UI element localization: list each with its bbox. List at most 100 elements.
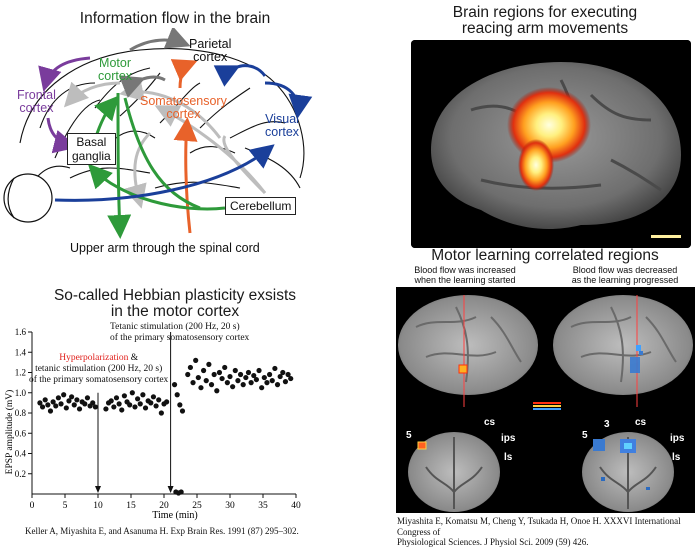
arm-brain-scan bbox=[411, 40, 691, 248]
data-point bbox=[150, 394, 157, 400]
data-point bbox=[264, 380, 270, 386]
y-tick-label: 1.2 bbox=[15, 368, 26, 378]
data-point bbox=[277, 373, 283, 380]
data-point bbox=[285, 371, 291, 378]
label-cs-right: cs bbox=[635, 417, 647, 428]
data-point bbox=[178, 489, 184, 495]
x-tick-label: 20 bbox=[159, 501, 169, 511]
data-point bbox=[251, 372, 257, 379]
data-point bbox=[69, 394, 75, 400]
data-point bbox=[140, 392, 146, 398]
data-point bbox=[153, 403, 159, 409]
data-point bbox=[190, 380, 196, 386]
data-point bbox=[66, 398, 72, 404]
data-point bbox=[232, 367, 238, 374]
flow-title: Information flow in the brain bbox=[79, 10, 271, 27]
x-tick-label: 10 bbox=[93, 501, 103, 511]
label-ls-right: ls bbox=[672, 452, 681, 463]
data-point bbox=[261, 374, 267, 381]
data-point bbox=[259, 385, 265, 391]
data-point bbox=[235, 378, 241, 384]
data-point bbox=[121, 393, 127, 399]
data-point bbox=[222, 364, 228, 371]
y-axis-label: EPSP amplitude (mV) bbox=[4, 390, 15, 475]
motor-somato-arrow bbox=[118, 75, 166, 98]
data-point bbox=[179, 408, 186, 414]
data-point bbox=[248, 380, 254, 386]
marker-arrow bbox=[95, 486, 101, 493]
data-point bbox=[113, 395, 120, 401]
data-point bbox=[230, 384, 236, 390]
data-point bbox=[280, 369, 286, 376]
data-point bbox=[127, 402, 133, 408]
data-point bbox=[211, 371, 217, 378]
data-point bbox=[158, 410, 164, 416]
y-tick-label: 1.0 bbox=[15, 388, 27, 398]
data-point bbox=[84, 395, 91, 401]
label-3-right: 3 bbox=[604, 419, 610, 430]
chart-points bbox=[37, 357, 294, 496]
data-point bbox=[92, 404, 98, 410]
data-point bbox=[243, 374, 249, 381]
data-point bbox=[237, 371, 244, 378]
data-point bbox=[42, 397, 48, 403]
learning-title: Motor learning correlated regions bbox=[431, 247, 659, 264]
motor-parietal-arrow bbox=[129, 28, 191, 52]
data-point bbox=[193, 357, 199, 363]
data-point bbox=[274, 382, 281, 388]
frontal-arrow-top bbox=[38, 56, 91, 92]
x-tick-label: 25 bbox=[192, 501, 202, 511]
data-point bbox=[137, 401, 143, 407]
data-point bbox=[206, 361, 212, 367]
data-point bbox=[224, 380, 230, 386]
cerebellum-basal-arrow bbox=[87, 163, 226, 211]
label-5-right: 5 bbox=[582, 430, 588, 441]
data-point bbox=[245, 369, 252, 376]
data-point bbox=[208, 382, 215, 388]
data-point bbox=[71, 402, 77, 408]
data-point bbox=[177, 402, 183, 408]
data-point bbox=[156, 397, 162, 403]
label-cs-left: cs bbox=[484, 417, 496, 428]
data-point bbox=[111, 404, 117, 410]
annotation-tetanic: Tetanic stimulation (200 Hz, 20 s)of the… bbox=[110, 322, 250, 343]
data-point bbox=[116, 401, 122, 407]
y-tick-label: 1.4 bbox=[15, 347, 27, 357]
data-point bbox=[55, 395, 62, 401]
eye-icon bbox=[3, 173, 53, 223]
data-point bbox=[288, 375, 294, 382]
data-point bbox=[272, 365, 278, 372]
hyperpolarization-label: Hyperpolarization bbox=[59, 353, 129, 363]
data-point bbox=[227, 373, 233, 380]
data-point bbox=[214, 388, 220, 394]
data-point bbox=[256, 367, 262, 374]
x-tick-label: 15 bbox=[126, 501, 136, 511]
label-cerebellum: Cerebellum bbox=[225, 197, 297, 215]
stimulation-markers bbox=[95, 332, 174, 493]
x-tick-label: 40 bbox=[291, 501, 301, 511]
data-point bbox=[76, 406, 83, 412]
x-tick-label: 0 bbox=[30, 501, 35, 511]
data-point bbox=[203, 378, 209, 384]
y-tick-label: 1.6 bbox=[15, 327, 27, 337]
data-point bbox=[174, 392, 180, 398]
data-point bbox=[219, 375, 225, 382]
x-tick-label: 30 bbox=[225, 501, 235, 511]
data-point bbox=[148, 400, 154, 406]
data-point bbox=[47, 408, 54, 414]
data-point bbox=[164, 399, 170, 405]
data-point bbox=[201, 367, 207, 374]
x-tick-label: 35 bbox=[258, 501, 268, 511]
data-point bbox=[185, 371, 191, 378]
data-point bbox=[253, 376, 259, 383]
x-tick-label: 5 bbox=[63, 501, 68, 511]
